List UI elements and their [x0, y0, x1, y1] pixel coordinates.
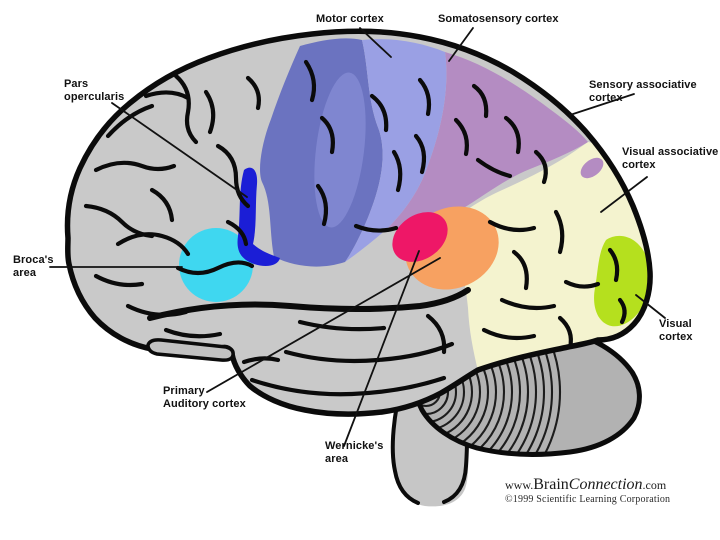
sulci-lines	[83, 59, 627, 397]
region-brocas-area	[179, 228, 253, 302]
label-wernicke-line1: Wernicke's	[325, 440, 384, 452]
olfactory-tract	[146, 338, 235, 362]
label-primary-auditory-cortex: Primary Auditory cortex	[163, 385, 246, 411]
label-visual-line1: Visual	[659, 318, 692, 330]
watermark: www.BrainConnection.com ©1999 Scientific…	[505, 476, 670, 505]
label-visual-associative-cortex: Visual associative cortex	[622, 146, 718, 172]
label-pars-opercularis: Pars opercularis	[64, 78, 124, 104]
leader-lines	[49, 27, 666, 447]
region-sensory-associative-spot	[580, 157, 604, 179]
watermark-copyright: ©1999 Scientific Learning Corporation	[505, 494, 671, 505]
label-brocas-area: Broca's area	[13, 254, 54, 280]
label-visual-assoc-line1: Visual associative	[622, 146, 719, 158]
label-pars-line1: Pars	[64, 78, 89, 90]
label-wernicke-line2: area	[325, 453, 349, 465]
label-somatosensory-line1: Somatosensory cortex	[438, 13, 559, 25]
label-motor-cortex-line1: Motor cortex	[316, 13, 384, 25]
label-sensory-associative-cortex: Sensory associative cortex	[589, 79, 697, 105]
watermark-brand-italic: Connection	[568, 476, 643, 493]
label-auditory-line1: Primary	[163, 385, 205, 397]
label-visual-assoc-line2: cortex	[622, 159, 656, 171]
leader-wernickes-area	[343, 250, 420, 447]
region-visual-cortex	[594, 235, 650, 327]
label-somatosensory-cortex: Somatosensory cortex	[438, 13, 559, 26]
watermark-www: www.	[505, 478, 534, 492]
region-motor-cortex-highlight	[314, 72, 366, 228]
label-pars-line2: opercularis	[64, 91, 125, 103]
leader-motor-cortex	[359, 27, 392, 58]
label-wernickes-area: Wernicke's area	[325, 440, 383, 466]
label-visual-line2: cortex	[659, 331, 693, 343]
leader-visual-cortex	[635, 294, 666, 319]
region-pars-opercularis	[237, 167, 280, 266]
label-visual-cortex: Visual cortex	[659, 318, 693, 344]
leader-primary-auditory-cortex	[206, 257, 441, 393]
region-wernickes-area	[392, 212, 448, 262]
label-broca-line2: area	[13, 267, 37, 279]
leader-somatosensory-cortex	[448, 27, 474, 62]
label-sensory-assoc-line2: cortex	[589, 92, 623, 104]
watermark-tld: .com	[642, 478, 667, 492]
label-broca-line1: Broca's	[13, 254, 54, 266]
watermark-brand: Brain	[533, 476, 569, 493]
label-motor-cortex: Motor cortex	[316, 13, 384, 26]
leader-pars-opercularis	[111, 102, 248, 198]
region-sensory-associative-cortex	[388, 52, 588, 232]
label-auditory-line2: Auditory cortex	[163, 398, 246, 410]
leader-sensory-associative-cortex	[569, 93, 635, 116]
leader-visual-associative-cortex	[600, 176, 648, 213]
label-sensory-assoc-line1: Sensory associative	[589, 79, 697, 91]
